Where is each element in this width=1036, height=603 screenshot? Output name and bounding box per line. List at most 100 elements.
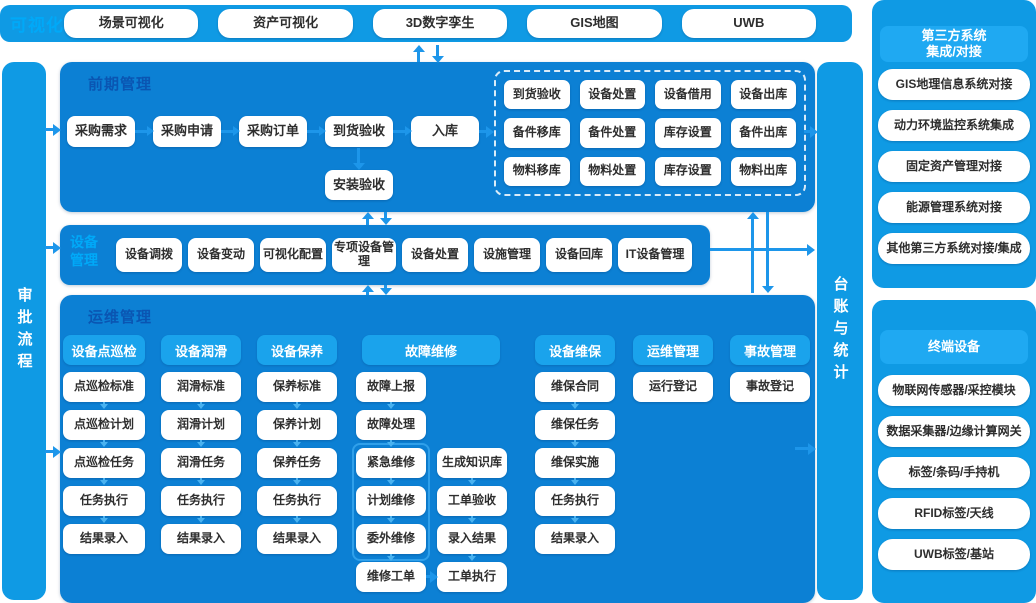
equipment-node: 设备变动 (188, 238, 254, 272)
arrow-down-icon (99, 402, 108, 409)
flow-node: 采购需求 (67, 116, 135, 147)
column-header: 运维管理 (633, 335, 713, 365)
ops-node: 维保合同 (535, 372, 615, 402)
ops-column-accident: 事故管理 事故登记 (730, 335, 810, 402)
arrow-down-icon (386, 516, 395, 523)
arrow-down-icon (379, 285, 392, 295)
equipment-node: 设施管理 (474, 238, 540, 272)
arrow-down-icon (761, 212, 774, 293)
grid-node: 到货验收 (504, 80, 570, 110)
ops-node: 点巡检标准 (63, 372, 145, 402)
equipment-node: 设备调拨 (116, 238, 182, 272)
ops-column-upkeep: 设备维保 维保合同维保任务维保实施任务执行结果录入 (535, 335, 615, 554)
ops-node: 保养计划 (257, 410, 337, 440)
visualization-label: 可视化 (10, 16, 64, 35)
arrow-down-icon (467, 516, 476, 523)
terminal-header: 终端设备 (880, 330, 1028, 364)
ledger-statistics-bar: 台账与统计 (817, 62, 863, 600)
arrow-right-icon (135, 126, 154, 136)
grid-node: 备件处置 (579, 118, 645, 148)
ops-node: 任务执行 (63, 486, 145, 516)
arrow-down-icon (386, 554, 395, 561)
arrow-right-icon (393, 126, 412, 136)
operations-panel: 运维管理 设备点巡检 点巡检标准点巡检计划点巡检任务任务执行结果录入 设备润滑 … (60, 295, 815, 603)
column-header: 设备润滑 (161, 335, 241, 365)
arrow-right-icon (45, 241, 61, 254)
ops-column-operation: 运维管理 运行登记 (633, 335, 713, 402)
arrow-right-icon (307, 126, 326, 136)
terminal-node: 物联网传感器/采控模块 (878, 375, 1030, 406)
grid-node: 备件出库 (730, 118, 796, 148)
arrow-down-icon (196, 440, 205, 447)
terminal-node: UWB标签/基站 (878, 539, 1030, 570)
arrow-down-icon (292, 402, 301, 409)
ops-node: 润滑任务 (161, 448, 241, 478)
arrow-down-icon (292, 440, 301, 447)
equipment-node: 设备处置 (402, 238, 468, 272)
arrow-down-icon (386, 402, 395, 409)
third-party-node: 固定资产管理对接 (878, 151, 1030, 182)
arrow-up-icon (361, 212, 374, 225)
third-party-header: 第三方系统 集成/对接 (880, 26, 1028, 62)
arrow-right-icon (804, 125, 818, 138)
fault-repair-chain-a: 故障上报故障处理紧急维修计划维修委外维修维修工单 (356, 372, 426, 592)
arrow-down-icon (99, 478, 108, 485)
ops-node: 委外维修 (356, 524, 426, 554)
arrow-right-icon (426, 570, 438, 583)
third-party-node: 动力环境监控系统集成 (878, 110, 1030, 141)
equipment-node: 设备回库 (546, 238, 612, 272)
ops-node: 维保任务 (535, 410, 615, 440)
ops-node: 任务执行 (535, 486, 615, 516)
ops-node: 运行登记 (633, 372, 713, 402)
arrow-down-icon (467, 554, 476, 561)
arrow-down-icon (431, 45, 444, 63)
grid-node: 设备借用 (655, 80, 721, 110)
ops-column-lubrication: 设备润滑 润滑标准润滑计划润滑任务任务执行结果录入 (161, 335, 241, 554)
arrow-down-icon (386, 478, 395, 485)
arrow-down-icon (292, 516, 301, 523)
third-party-node: GIS地理信息系统对接 (878, 69, 1030, 100)
ops-node: 点巡检任务 (63, 448, 145, 478)
ops-node: 结果录入 (161, 524, 241, 554)
flow-node: 采购申请 (153, 116, 221, 147)
ops-node: 工单验收 (437, 486, 507, 516)
ops-node: 生成知识库 (437, 448, 507, 478)
ops-node: 故障上报 (356, 372, 426, 402)
equipment-management-label: 设备管理 (70, 234, 98, 268)
procurement-flow: 采购需求采购申请采购订单到货验收入库 (67, 116, 479, 147)
third-party-node: 能源管理系统对接 (878, 192, 1030, 223)
third-party-panel: 第三方系统 集成/对接 GIS地理信息系统对接动力环境监控系统集成固定资产管理对… (872, 0, 1036, 288)
grid-node: 库存设置 (655, 118, 721, 148)
equipment-node: IT设备管理 (618, 238, 692, 272)
arrow-up-icon (361, 285, 374, 295)
ops-node: 润滑计划 (161, 410, 241, 440)
arrow-down-icon (570, 478, 579, 485)
warehouse-ops-grid: 到货验收设备处置设备借用设备出库备件移库备件处置库存设置备件出库物料移库物料处置… (494, 70, 806, 196)
arrow-down-icon (99, 440, 108, 447)
grid-node: 备件移库 (504, 118, 570, 148)
grid-node: 设备出库 (730, 80, 796, 110)
ops-node: 录入结果 (437, 524, 507, 554)
arrow-down-icon (570, 516, 579, 523)
pre-management-title: 前期管理 (88, 76, 153, 93)
arrow-right-icon (710, 243, 815, 256)
third-party-node: 其他第三方系统对接/集成 (878, 233, 1030, 264)
fault-repair-chain-b: 生成知识库工单验收录入结果工单执行 (437, 448, 507, 592)
ops-node: 任务执行 (161, 486, 241, 516)
column-header: 设备维保 (535, 335, 615, 365)
arrow-down-icon (196, 402, 205, 409)
visualization-node: GIS地图 (527, 9, 662, 38)
ops-node: 点巡检计划 (63, 410, 145, 440)
flow-node: 入库 (411, 116, 479, 147)
arrow-down-icon (352, 148, 365, 170)
ops-column-inspection: 设备点巡检 点巡检标准点巡检计划点巡检任务任务执行结果录入 (63, 335, 145, 554)
ops-node: 结果录入 (63, 524, 145, 554)
arrow-down-icon (196, 516, 205, 523)
arrow-down-icon (379, 212, 392, 225)
ops-column-maintenance: 设备保养 保养标准保养计划保养任务任务执行结果录入 (257, 335, 337, 554)
terminal-node: RFID标签/天线 (878, 498, 1030, 529)
